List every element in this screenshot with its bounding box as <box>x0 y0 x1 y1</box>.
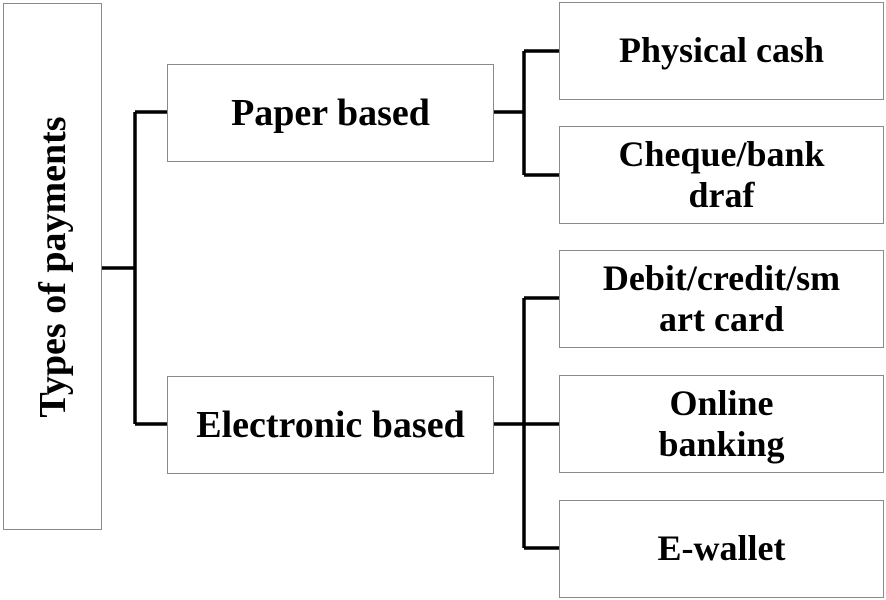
leaf-node-e-wallet: E-wallet <box>559 500 884 598</box>
leaf-label-line: Physical cash <box>618 30 824 71</box>
root-label: Types of payments <box>31 115 74 418</box>
leaf-node-debit-credit-smart-card: Debit/credit/sm art card <box>559 250 884 348</box>
leaf-node-physical-cash: Physical cash <box>559 2 884 100</box>
leaf-label-line: banking <box>658 424 785 464</box>
branch-label: Paper based <box>231 92 430 134</box>
branch-node-electronic-based: Electronic based <box>167 376 494 474</box>
leaf-label-line: Online <box>669 382 774 423</box>
leaf-label-line: art card <box>659 299 784 339</box>
leaf-label-line: Cheque/bank <box>618 133 825 174</box>
leaf-label-line: E-wallet <box>657 528 786 569</box>
branch-node-paper-based: Paper based <box>167 64 494 162</box>
leaf-node-cheque-bank-draf: Cheque/bank draf <box>559 126 884 224</box>
leaf-label-line: draf <box>688 175 755 215</box>
root-node: Types of payments <box>3 3 102 530</box>
branch-label: Electronic based <box>196 404 465 446</box>
leaf-label-line: Debit/credit/sm <box>602 257 841 298</box>
leaf-node-online-banking: Online banking <box>559 375 884 473</box>
